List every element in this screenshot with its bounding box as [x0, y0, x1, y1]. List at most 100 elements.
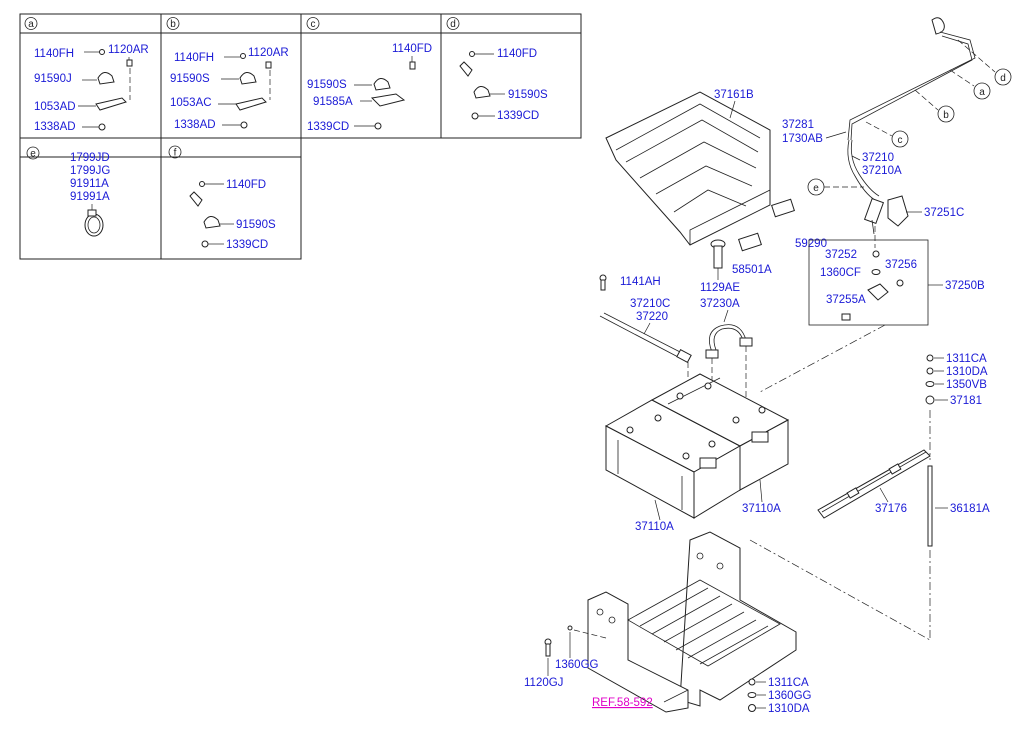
screw-icon — [265, 61, 272, 69]
nut-icon — [201, 240, 224, 248]
callout-37110A-left[interactable]: 37110A — [635, 521, 674, 533]
part-label-1338AD-b[interactable]: 1338AD — [174, 119, 216, 131]
clamp-icon — [82, 72, 115, 85]
clamp-icon — [203, 216, 234, 229]
callout-1310DA-top[interactable]: 1310DA — [946, 366, 988, 378]
callout-37181[interactable]: 37181 — [950, 395, 982, 407]
nut-icon — [82, 123, 106, 131]
terminal-clamp-icon — [867, 283, 889, 301]
arrow-tag-a: a — [949, 69, 991, 100]
part-label-1053AC[interactable]: 1053AC — [170, 97, 212, 109]
callout-37281[interactable]: 37281 — [782, 119, 814, 131]
bracket-icon — [78, 97, 127, 111]
part-label-91585A[interactable]: 91585A — [313, 96, 353, 108]
svg-text:a: a — [979, 87, 985, 98]
callout-58501A[interactable]: 58501A — [732, 264, 772, 276]
bracket-icon — [189, 191, 203, 207]
jumper-cable-drawing — [705, 324, 753, 359]
part-label-91590S-b[interactable]: 91590S — [170, 73, 210, 85]
callout-1311CA-bottom[interactable]: 1311CA — [768, 677, 809, 689]
part-label-1339CD-c[interactable]: 1339CD — [307, 121, 349, 133]
hold-down-bar-drawing — [817, 449, 931, 519]
callout-37251C[interactable]: 37251C — [924, 207, 964, 219]
part-label-1339CD-f[interactable]: 1339CD — [226, 239, 268, 251]
arrow-tag-d: d — [957, 39, 1012, 86]
callout-37210[interactable]: 37210 — [862, 152, 894, 164]
washer-icon — [567, 625, 573, 631]
callout-37255A[interactable]: 37255A — [826, 294, 866, 306]
callout-37220[interactable]: 37220 — [636, 311, 668, 323]
reference-link[interactable]: REF.58-592 — [592, 697, 653, 709]
detail-letter-c: c — [311, 19, 316, 30]
part-label-1053AD[interactable]: 1053AD — [34, 101, 76, 113]
callout-1360GG-left[interactable]: 1360GG — [555, 659, 599, 671]
part-label-1140FD-c[interactable]: 1140FD — [392, 43, 432, 55]
detail-letter-d-circle — [446, 17, 460, 30]
callout-1311CA-top[interactable]: 1311CA — [946, 353, 987, 365]
part-label-91590S-c[interactable]: 91590S — [307, 79, 347, 91]
callout-1360GG-bottom[interactable]: 1360GG — [768, 690, 812, 702]
battery-tray-drawing — [587, 531, 797, 713]
callout-1141AH[interactable]: 1141AH — [620, 276, 661, 288]
detail-box-f: 1140FD 91590S 1339CD — [189, 179, 276, 251]
callout-37256[interactable]: 37256 — [885, 259, 917, 271]
part-label-91590S-d[interactable]: 91590S — [508, 89, 548, 101]
callout-59290[interactable]: 59290 — [795, 238, 827, 250]
part-label-1140FH[interactable]: 1140FH — [34, 48, 74, 60]
nut-icon — [222, 121, 248, 129]
hose-clamp-icon — [84, 204, 104, 237]
part-label-1140FH-b[interactable]: 1140FH — [174, 52, 214, 64]
bolt-icon — [544, 638, 552, 657]
screw-icon — [126, 57, 133, 67]
callout-1360CF[interactable]: 1360CF — [820, 267, 861, 279]
boot-cover-icon — [887, 195, 909, 227]
callout-37250B[interactable]: 37250B — [945, 280, 985, 292]
detail-letter-d: d — [450, 19, 456, 30]
callout-1120GJ[interactable]: 1120GJ — [524, 677, 563, 689]
bracket-icon — [459, 61, 473, 77]
screw-icon — [409, 56, 416, 70]
part-label-91590S-f[interactable]: 91590S — [236, 219, 276, 231]
part-label-1799JD[interactable]: 1799JD — [70, 152, 110, 164]
callout-1310DA-bottom[interactable]: 1310DA — [768, 703, 810, 715]
callout-37210A[interactable]: 37210A — [862, 165, 902, 177]
label-plate-icon — [771, 198, 795, 218]
bracket-icon — [360, 93, 406, 107]
callout-1730AB[interactable]: 1730AB — [782, 133, 823, 145]
arrow-tag-b: b — [914, 89, 955, 123]
callout-37252[interactable]: 37252 — [825, 249, 857, 261]
part-label-1120AR[interactable]: 1120AR — [108, 44, 149, 56]
callout-37161B[interactable]: 37161B — [714, 89, 754, 101]
rod-drawing — [927, 465, 933, 547]
callout-36181A[interactable]: 36181A — [950, 503, 990, 515]
bolt-icon — [710, 239, 726, 269]
callout-37110A-right[interactable]: 37110A — [742, 503, 781, 515]
detail-box-d: 1140FD 91590S 1339CD — [459, 48, 548, 122]
part-label-1339CD-d[interactable]: 1339CD — [497, 110, 539, 122]
part-label-1120AR-b[interactable]: 1120AR — [248, 47, 289, 59]
clamp-icon — [354, 78, 391, 91]
detail-box-c: 1140FD 91590S 91585A 1339CD — [307, 43, 432, 133]
washer-icon — [872, 250, 880, 258]
callout-37176[interactable]: 37176 — [875, 503, 907, 515]
callout-1350VB[interactable]: 1350VB — [946, 379, 987, 391]
part-label-91590J[interactable]: 91590J — [34, 73, 72, 85]
part-label-91991A[interactable]: 91991A — [70, 191, 110, 203]
callout-37230A[interactable]: 37230A — [700, 298, 740, 310]
callout-1129AE[interactable]: 1129AE — [700, 282, 740, 294]
part-label-1338AD[interactable]: 1338AD — [34, 121, 76, 133]
part-label-1140FD-d[interactable]: 1140FD — [497, 48, 537, 60]
part-label-91911A[interactable]: 91911A — [70, 178, 109, 190]
bolt-icon — [841, 313, 851, 321]
detail-letter-b: b — [170, 19, 176, 30]
part-label-1140FD-f[interactable]: 1140FD — [226, 179, 266, 191]
fastener-stack-bottom — [747, 678, 757, 712]
arrow-tag-e: e — [807, 178, 864, 196]
detail-letter-e-circle — [26, 146, 40, 160]
part-label-1799JG[interactable]: 1799JG — [70, 165, 110, 177]
callout-37210C[interactable]: 37210C — [630, 298, 670, 310]
detail-box-a: 1140FH 1120AR 91590J 1053AD 1338AD — [34, 44, 149, 133]
battery-left-drawing — [604, 399, 742, 519]
